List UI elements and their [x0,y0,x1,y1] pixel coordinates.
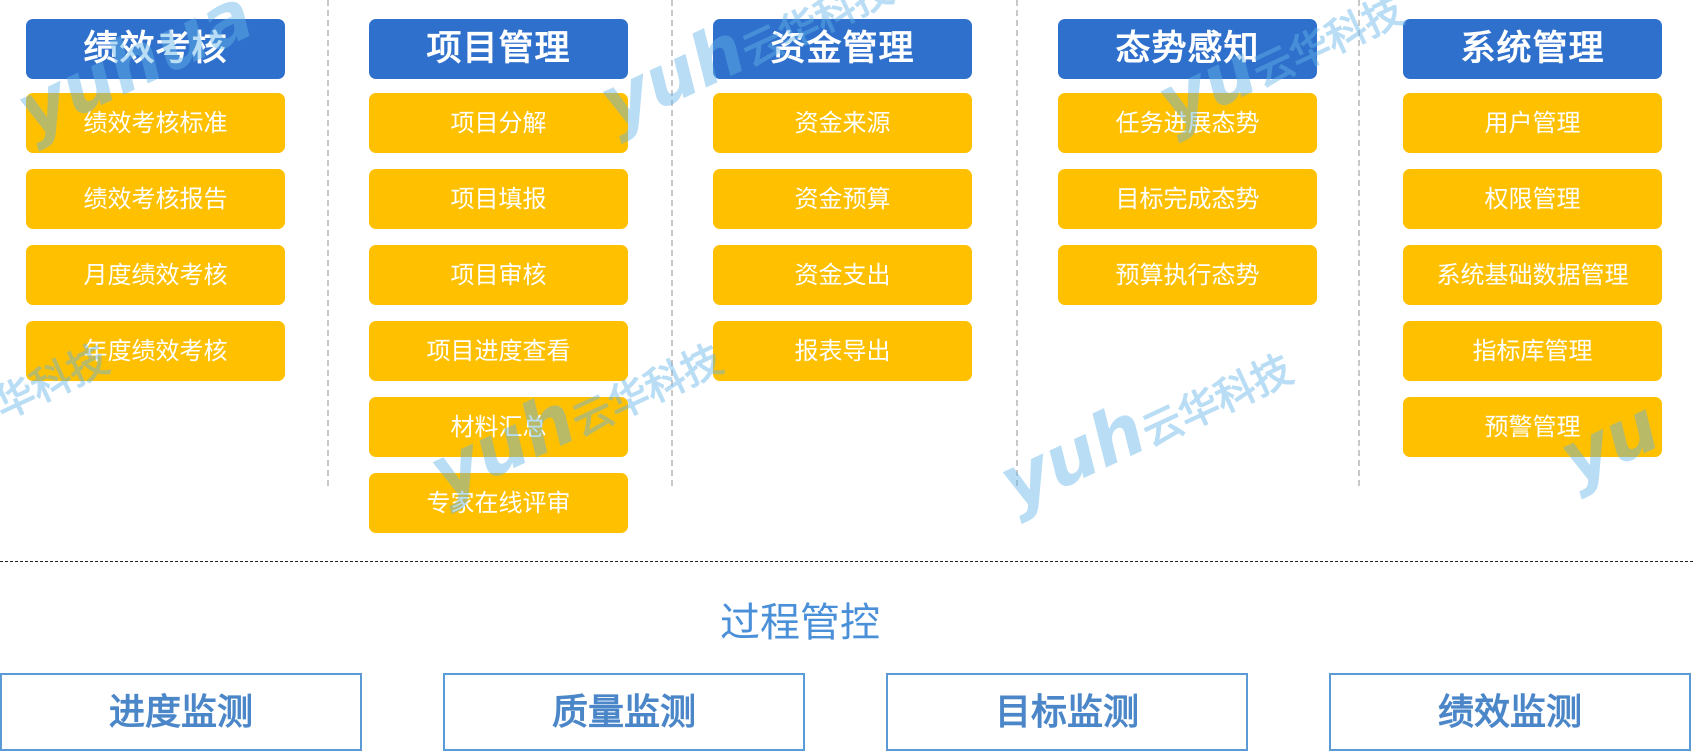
module-item[interactable]: 年度绩效考核 [26,321,285,381]
column-divider [671,0,673,486]
module-item[interactable]: 专家在线评审 [369,473,628,533]
module-item[interactable]: 指标库管理 [1403,321,1662,381]
section-divider [0,561,1693,562]
monitor-box[interactable]: 目标监测 [886,673,1248,751]
module-header[interactable]: 态势感知 [1058,19,1317,79]
module-item[interactable]: 资金支出 [713,245,972,305]
module-column-performance: 绩效考核 绩效考核标准 绩效考核报告 月度绩效考核 年度绩效考核 [26,19,285,381]
column-divider [1358,0,1360,486]
module-column-situation: 态势感知 任务进展态势 目标完成态势 预算执行态势 [1058,19,1317,305]
module-item[interactable]: 报表导出 [713,321,972,381]
process-title: 过程管控 [720,600,880,646]
column-divider [1016,0,1018,486]
module-column-funds: 资金管理 资金来源 资金预算 资金支出 报表导出 [713,19,972,381]
module-item[interactable]: 任务进展态势 [1058,93,1317,153]
module-item[interactable]: 系统基础数据管理 [1403,245,1662,305]
module-item[interactable]: 月度绩效考核 [26,245,285,305]
module-item[interactable]: 项目进度查看 [369,321,628,381]
module-item[interactable]: 资金来源 [713,93,972,153]
watermark-logo: yuh云华科技 [986,346,1300,526]
module-item[interactable]: 材料汇总 [369,397,628,457]
module-item[interactable]: 用户管理 [1403,93,1662,153]
module-item[interactable]: 绩效考核报告 [26,169,285,229]
module-item[interactable]: 预警管理 [1403,397,1662,457]
module-header[interactable]: 系统管理 [1403,19,1662,79]
module-item[interactable]: 资金预算 [713,169,972,229]
module-item[interactable]: 目标完成态势 [1058,169,1317,229]
module-header[interactable]: 资金管理 [713,19,972,79]
module-item[interactable]: 项目分解 [369,93,628,153]
module-header[interactable]: 项目管理 [369,19,628,79]
monitor-box[interactable]: 进度监测 [0,673,362,751]
module-item[interactable]: 权限管理 [1403,169,1662,229]
module-header[interactable]: 绩效考核 [26,19,285,79]
module-item[interactable]: 预算执行态势 [1058,245,1317,305]
module-column-system: 系统管理 用户管理 权限管理 系统基础数据管理 指标库管理 预警管理 [1403,19,1662,457]
monitor-box[interactable]: 绩效监测 [1329,673,1691,751]
module-column-project: 项目管理 项目分解 项目填报 项目审核 项目进度查看 材料汇总 专家在线评审 [369,19,628,533]
module-item[interactable]: 项目填报 [369,169,628,229]
column-divider [327,0,329,486]
monitor-box[interactable]: 质量监测 [443,673,805,751]
module-item[interactable]: 项目审核 [369,245,628,305]
module-item[interactable]: 绩效考核标准 [26,93,285,153]
